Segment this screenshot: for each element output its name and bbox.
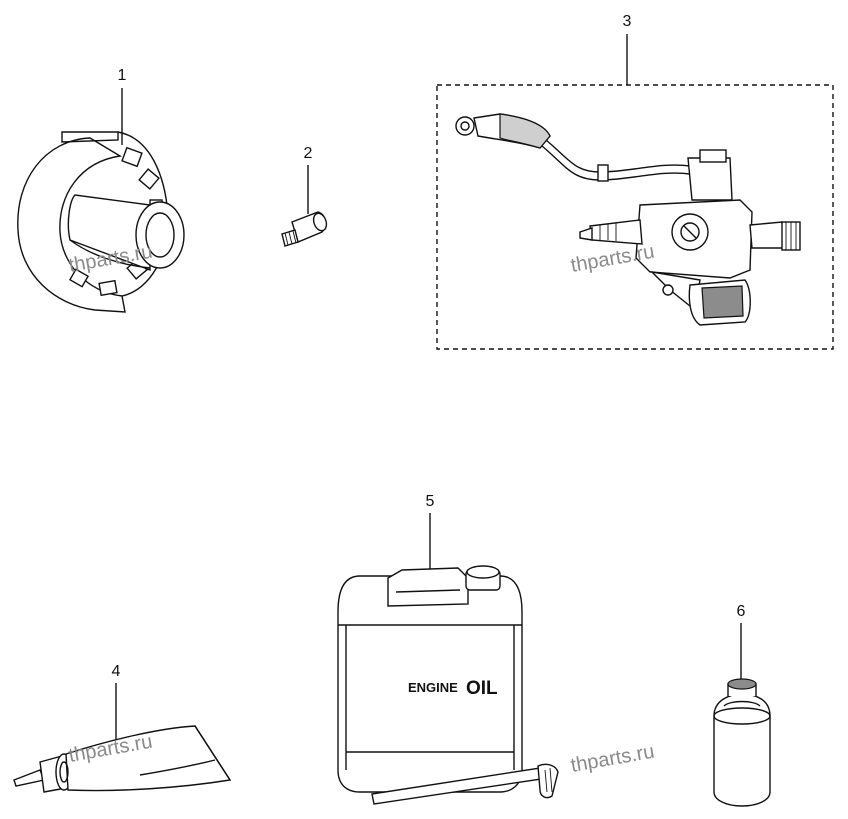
oil-can-icon: ENGINE OIL — [337, 565, 559, 805]
callout-4: 4 — [112, 663, 121, 680]
ring-bracket-icon — [17, 131, 185, 313]
part-2: 2 — [281, 145, 328, 247]
part-4: 4 — [13, 663, 232, 793]
oil-label-large: OIL — [466, 678, 498, 699]
callout-1: 1 — [118, 67, 127, 84]
part-1: 1 — [17, 67, 185, 313]
watermark-4: thparts.ru — [569, 741, 656, 777]
callout-5: 5 — [426, 493, 435, 510]
callout-6: 6 — [737, 603, 746, 620]
callout-2: 2 — [304, 145, 313, 162]
watermark-2: thparts.ru — [569, 241, 656, 277]
oil-label-small: ENGINE — [408, 680, 458, 695]
small-bottle-icon — [713, 678, 771, 807]
throttle-cable-assembly-icon — [455, 113, 801, 326]
part-6: 6 — [713, 603, 771, 807]
grease-tube-icon — [13, 725, 232, 793]
part-5: 5 ENGINE OIL — [337, 493, 559, 805]
kit-boundary — [436, 84, 834, 350]
stud-icon — [281, 211, 328, 247]
callout-3: 3 — [623, 13, 632, 30]
part-3: 3 — [436, 13, 834, 350]
